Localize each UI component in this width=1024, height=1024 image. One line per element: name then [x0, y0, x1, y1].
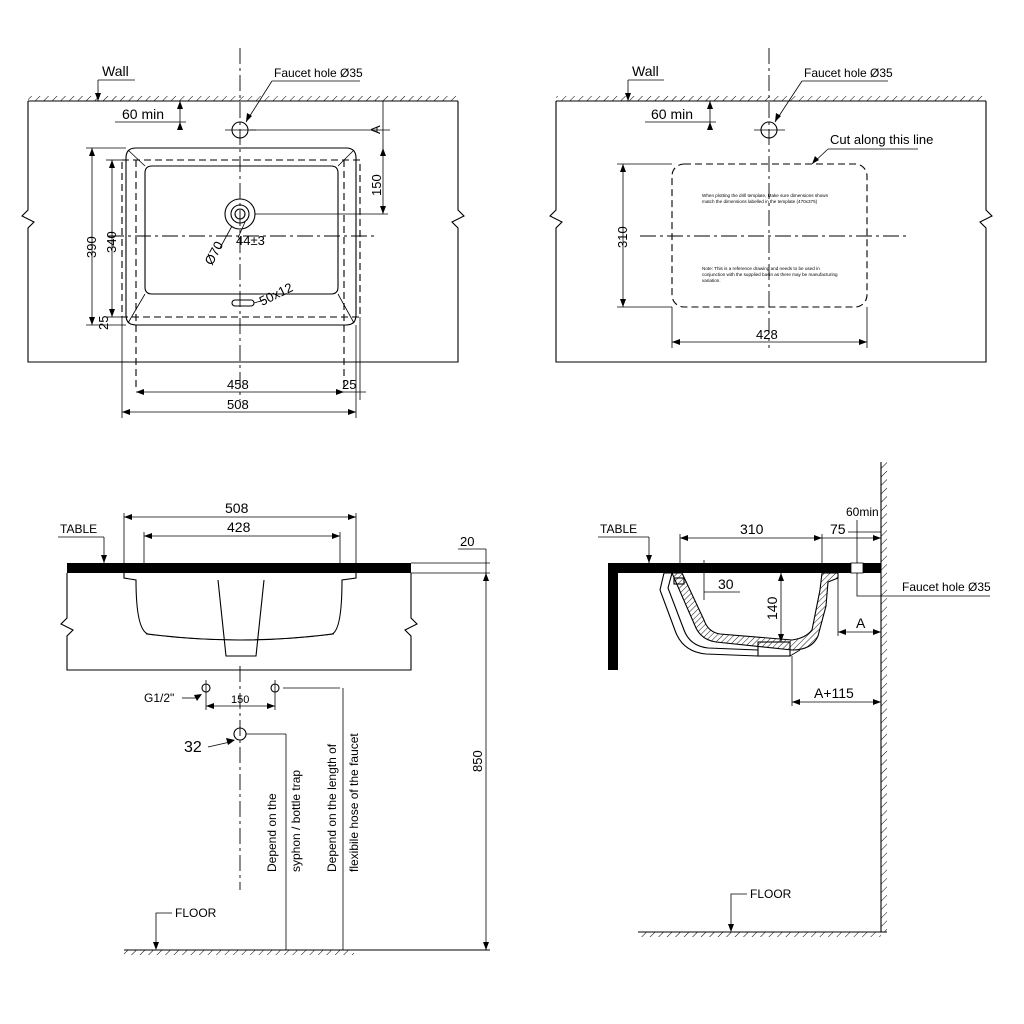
basin-inner	[144, 165, 339, 295]
dim-310-label-right: 310	[615, 226, 630, 248]
wall-label-right: Wall	[632, 63, 659, 79]
floor-hatch-side	[638, 932, 881, 937]
template-note-2: match the dimensions labelled in the tem…	[702, 199, 818, 204]
floor-label: FLOOR	[175, 906, 217, 920]
dim-390-label: 390	[84, 236, 99, 258]
faucet-hole-label: Faucet hole Ø35	[274, 66, 363, 80]
ref-note-2: conjunction with the supplied basin as t…	[702, 272, 838, 277]
dim-850-label: 850	[470, 750, 485, 772]
wall-label: Wall	[102, 63, 129, 79]
floor-label-side: FLOOR	[750, 887, 792, 901]
wall-hatch-right	[556, 96, 986, 101]
dim-340-label: 340	[104, 231, 119, 253]
dim-458-label: 458	[227, 377, 249, 392]
basin-rim	[125, 147, 357, 326]
hose-note-2: flexibile hose of the faucet	[347, 733, 361, 872]
plan-view-left: Wall Faucet hole Ø35 60 min A	[21, 48, 465, 418]
basin-section	[664, 572, 839, 651]
dim-a-label: A	[368, 125, 383, 134]
faucet-hole-cut	[850, 562, 864, 574]
counter-front	[60, 573, 418, 671]
faucet-hole-label-right: Faucet hole Ø35	[804, 66, 893, 80]
table-slab	[67, 563, 411, 573]
dim-a115-label: A+115	[814, 685, 854, 701]
table-label-side: TABLE	[600, 522, 637, 536]
dim-25-bottom-label: 25	[342, 377, 356, 392]
dim-310-label-side: 310	[740, 521, 764, 537]
syphon-note-1: Depend on the	[265, 793, 279, 872]
dim-508-label-front: 508	[225, 500, 249, 516]
min-clearance-label: 60 min	[122, 106, 164, 122]
back-wall-hatch	[881, 462, 887, 932]
dim-30-label: 30	[718, 576, 734, 592]
dim-a-label-side: A	[856, 615, 866, 631]
counter-outline	[21, 101, 465, 363]
overflow-slot	[231, 299, 255, 307]
table-slab-side	[608, 563, 881, 573]
hose-note-1: Depend on the length of	[325, 743, 339, 872]
faucet-hole-label-side: Faucet hole Ø35	[902, 580, 991, 594]
front-elevation: TABLE 508 428 20	[58, 500, 490, 955]
inlet-label: G1/2"	[144, 691, 174, 705]
cut-outline	[671, 163, 868, 308]
template-view-right: Wall Faucet hole Ø35 60 min Cut along th…	[549, 48, 993, 363]
wall-hatch	[28, 96, 458, 101]
side-section: TABLE 310 75 60min 30	[598, 462, 991, 937]
basin-body-front	[123, 569, 357, 641]
dim-428-label-right: 428	[756, 327, 778, 342]
drain-pipe	[217, 579, 265, 657]
dim-508-label: 508	[227, 397, 249, 412]
overflow-label: 50x12	[257, 280, 295, 309]
ref-note-3: variation.	[702, 278, 721, 283]
dim-140-label: 140	[764, 596, 780, 620]
table-leg	[608, 573, 618, 670]
min-clearance-label-side: 60min	[846, 505, 879, 519]
dim-428-label-front: 428	[227, 519, 251, 535]
dim-75-label: 75	[830, 521, 846, 537]
drain-label: 32	[184, 739, 202, 756]
drain-section	[757, 641, 791, 657]
dim-25-side-label: 25	[96, 316, 111, 330]
syphon-note-2: syphon / bottle trap	[289, 770, 303, 872]
template-note-1: When plotting the drill template, Make s…	[702, 193, 829, 198]
cut-line-label: Cut along this line	[830, 132, 933, 147]
floor-hatch	[124, 950, 354, 955]
ref-note-1: Note: This is a reference drawing and ne…	[702, 266, 820, 271]
dim-20-label: 20	[460, 534, 474, 549]
drain-inner-label: 44±3	[236, 233, 265, 248]
min-clearance-label-right: 60 min	[651, 106, 693, 122]
dim-150-label: 150	[369, 174, 384, 196]
counter-outline-right	[549, 101, 993, 363]
table-label: TABLE	[60, 522, 97, 536]
